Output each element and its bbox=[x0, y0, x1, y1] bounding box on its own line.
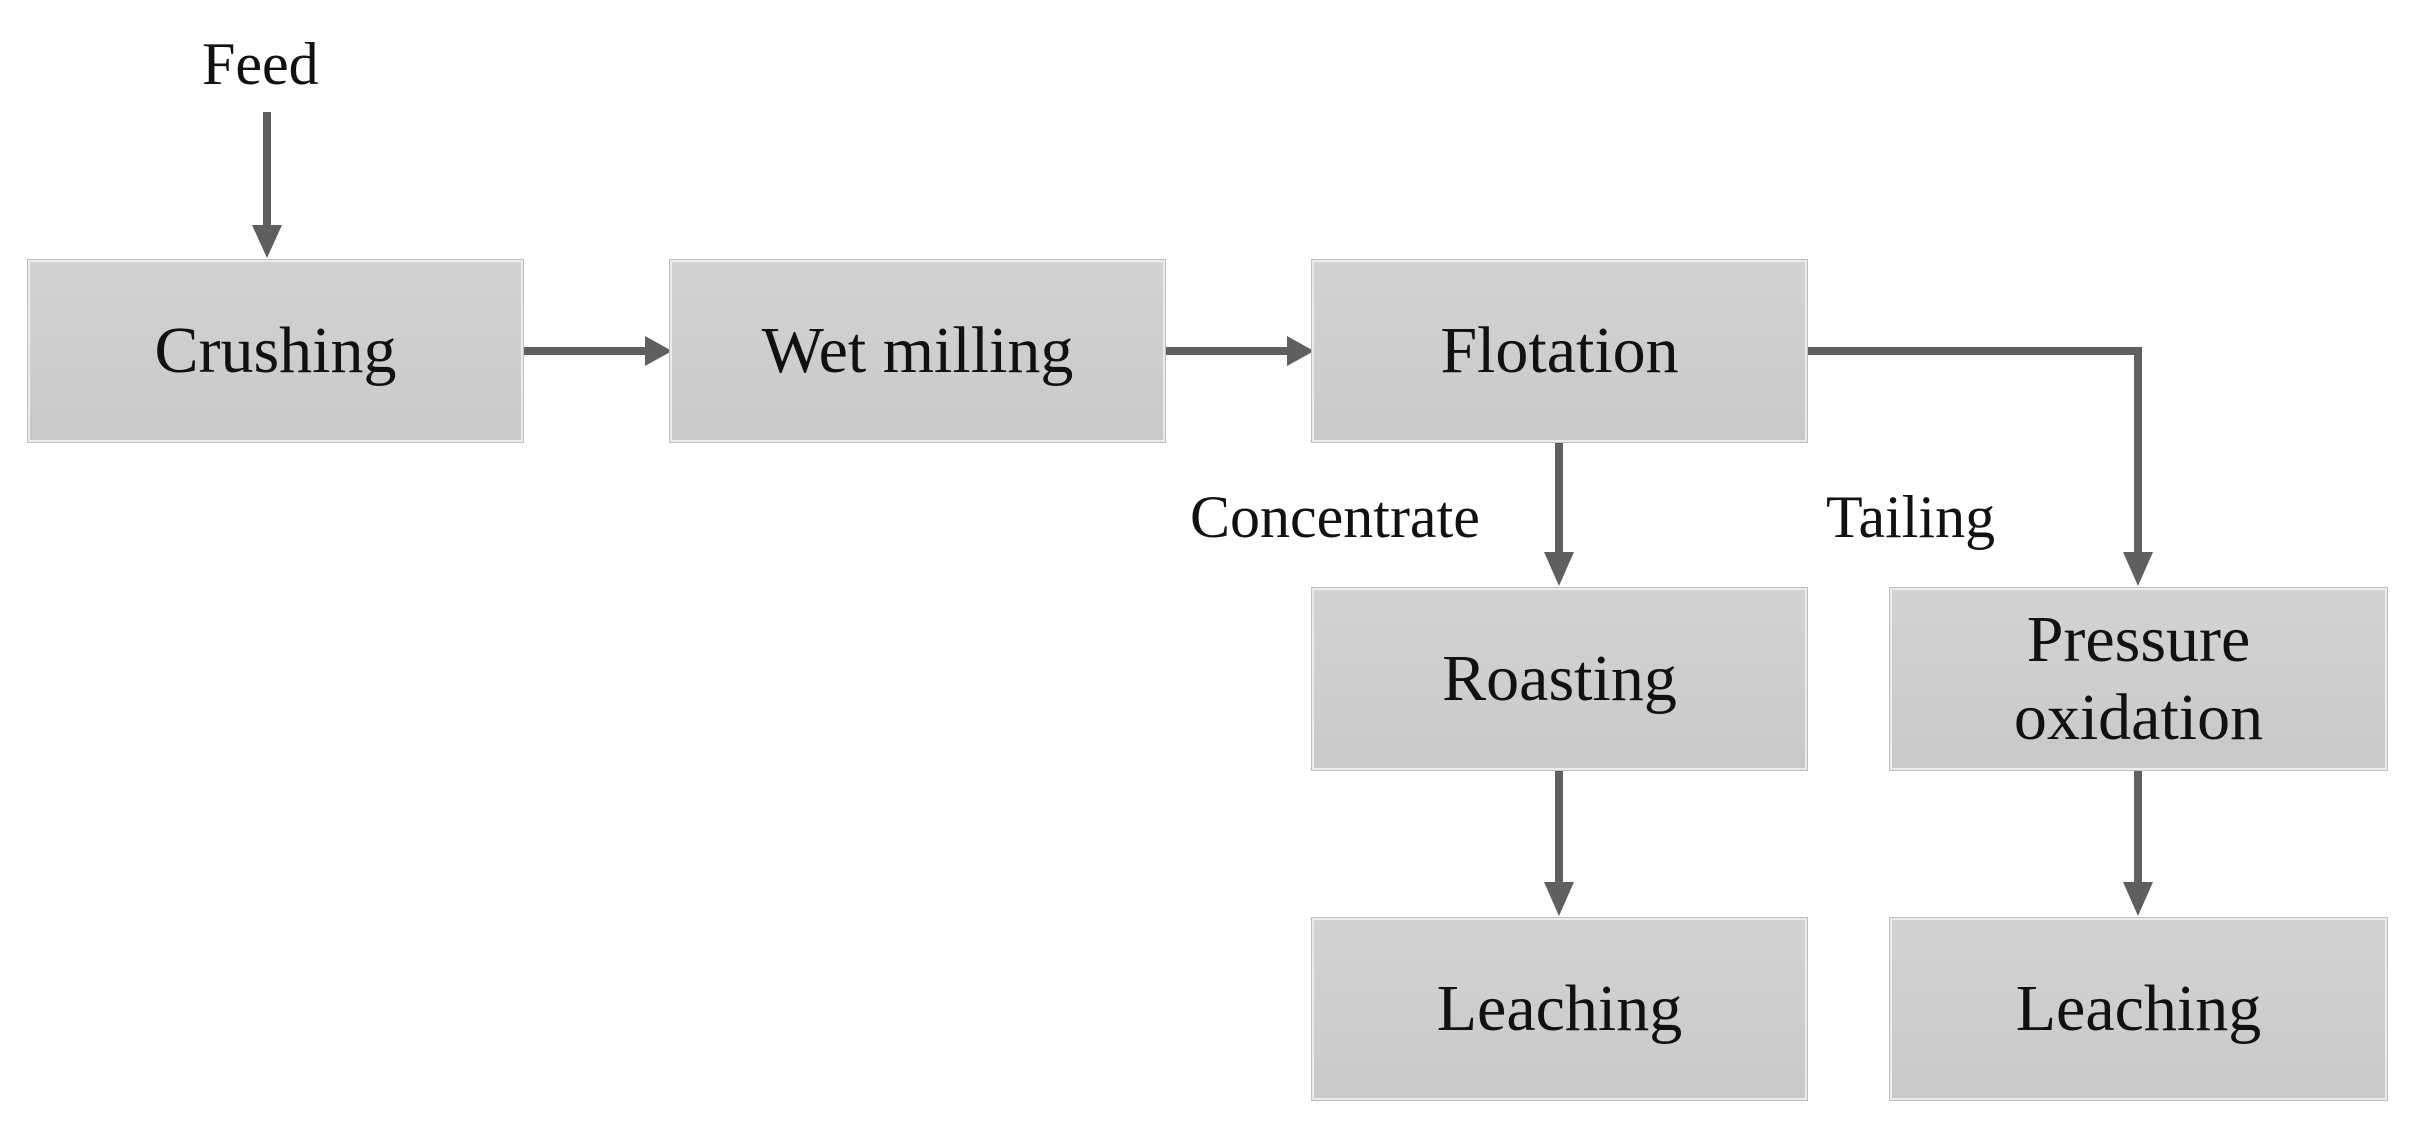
tailing-label: Tailing bbox=[1826, 484, 1996, 550]
flotation-to-roasting-shaft bbox=[1555, 440, 1563, 555]
flotation-to-roasting-head bbox=[1544, 552, 1574, 586]
feed-arrow-shaft bbox=[263, 112, 271, 227]
wet-milling-node-label: Wet milling bbox=[761, 314, 1074, 388]
pox-to-leaching-shaft bbox=[2134, 770, 2142, 885]
flotation-to-pox-vertical bbox=[2134, 347, 2142, 555]
flotation-node: Flotation bbox=[1312, 260, 1807, 442]
leaching-tailing-node-label: Leaching bbox=[2015, 972, 2262, 1046]
roasting-node: Roasting bbox=[1312, 588, 1807, 770]
roasting-to-leaching-head bbox=[1544, 882, 1574, 916]
flotation-to-pox-horizontal bbox=[1806, 347, 2142, 355]
leaching-concentrate-node: Leaching bbox=[1312, 918, 1807, 1100]
flotation-node-label: Flotation bbox=[1440, 314, 1679, 388]
pox-to-leaching-head bbox=[2123, 882, 2153, 916]
crushing-to-milling-head bbox=[645, 336, 672, 366]
wet-milling-node: Wet milling bbox=[670, 260, 1165, 442]
crushing-node-label: Crushing bbox=[154, 314, 397, 388]
flotation-to-pox-head bbox=[2123, 552, 2153, 586]
roasting-to-leaching-shaft bbox=[1555, 770, 1563, 885]
milling-to-flotation-shaft bbox=[1165, 347, 1290, 355]
leaching-concentrate-node-label: Leaching bbox=[1436, 972, 1683, 1046]
crushing-to-milling-shaft bbox=[523, 347, 648, 355]
concentrate-label: Concentrate bbox=[1190, 484, 1480, 550]
roasting-node-label: Roasting bbox=[1442, 642, 1677, 716]
pressure-oxidation-node: Pressure oxidation bbox=[1890, 588, 2387, 770]
crushing-node: Crushing bbox=[28, 260, 523, 442]
milling-to-flotation-head bbox=[1287, 336, 1314, 366]
feed-label: Feed bbox=[202, 31, 319, 97]
pressure-oxidation-node-label: Pressure oxidation bbox=[2013, 603, 2264, 754]
feed-arrow-head bbox=[252, 225, 282, 258]
leaching-tailing-node: Leaching bbox=[1890, 918, 2387, 1100]
